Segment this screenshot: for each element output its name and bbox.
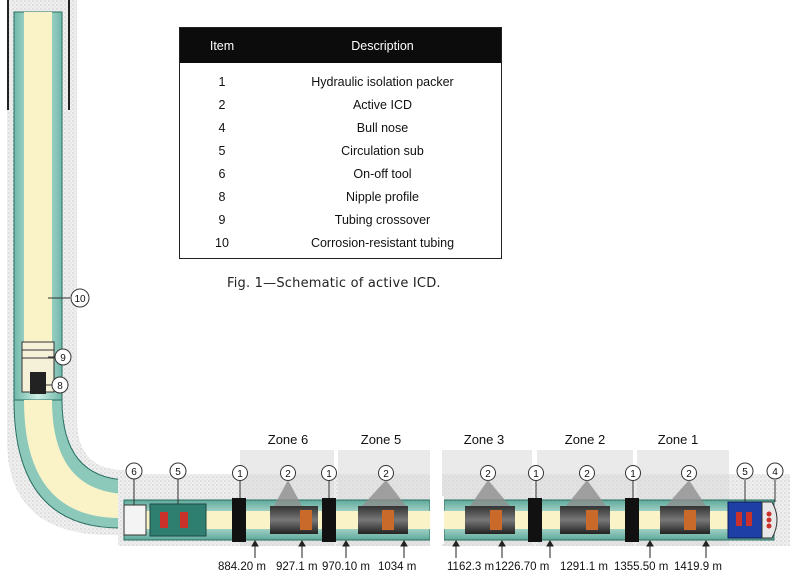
- depth-label: 884.20 m: [218, 561, 266, 573]
- circulation-sub-left: [149, 503, 207, 537]
- item-number: 9: [218, 212, 226, 227]
- packer: [528, 498, 542, 542]
- callout-circle: [736, 462, 754, 480]
- figure-caption: Fig. 1—Schematic of active ICD.: [227, 276, 441, 291]
- header-item: Item: [180, 28, 264, 63]
- callout-circle: [625, 465, 641, 481]
- zone-label: Zone 3: [464, 432, 504, 447]
- callout-label: 2: [584, 469, 590, 480]
- item-number: 10: [215, 235, 229, 250]
- zone-label: Zone 5: [361, 432, 401, 447]
- callout-label: 5: [742, 467, 748, 478]
- callout-label: 1: [533, 469, 539, 480]
- packer: [232, 498, 246, 542]
- item-description: On-off tool: [353, 166, 412, 181]
- item-number: 5: [218, 143, 226, 158]
- callout-circle: [321, 465, 337, 481]
- header-description: Description: [264, 28, 501, 63]
- active-icd: [560, 506, 610, 534]
- callout-label: 2: [686, 469, 692, 480]
- depth-label: 1355.50 m: [614, 561, 668, 573]
- callout-label: 6: [131, 467, 137, 478]
- item-description: Nipple profile: [346, 189, 419, 204]
- zone-label: Zone 2: [565, 432, 605, 447]
- item-number: 8: [218, 189, 226, 204]
- item-description: Tubing crossover: [334, 212, 431, 227]
- depth-label: 927.1 m: [276, 561, 318, 573]
- callout-circle: [54, 348, 72, 366]
- depth-label: 1226.70 m: [495, 561, 549, 573]
- tubing-bore: [24, 12, 52, 342]
- item-description: Hydraulic isolation packer: [311, 74, 454, 89]
- item-number: 4: [218, 120, 226, 135]
- depth-label: 1291.1 m: [560, 561, 608, 573]
- callout-label: 8: [57, 381, 63, 392]
- callout-label: 9: [60, 353, 66, 364]
- legend-table: Item Description 1 Hydraulic isolation pa…: [179, 27, 502, 259]
- callout-circle: [125, 462, 143, 480]
- callout-label: 2: [285, 469, 291, 480]
- callout-label: 1: [237, 469, 243, 480]
- table-row: 2 Active ICD: [180, 93, 501, 116]
- callout-label: 1: [630, 469, 636, 480]
- table-row: 5 Circulation sub: [180, 139, 501, 162]
- table-row: 6 On-off tool: [180, 162, 501, 185]
- callout-label: 4: [772, 467, 778, 478]
- callout-circle: [51, 376, 69, 394]
- item-description: Circulation sub: [341, 143, 424, 158]
- depth-label: 1162.3 m: [447, 561, 494, 573]
- callout-circle: [232, 465, 248, 481]
- zone-label: Zone 6: [268, 432, 308, 447]
- depth-label: 970.10 m: [322, 561, 370, 573]
- item-description: Corrosion-resistant tubing: [310, 235, 455, 250]
- table-row: 1 Hydraulic isolation packer: [180, 63, 501, 93]
- table-row: 10 Corrosion-resistant tubing: [180, 231, 501, 254]
- callout-label: 5: [175, 467, 181, 478]
- item-description: Bull nose: [356, 120, 409, 135]
- callout-label: 10: [74, 294, 86, 305]
- callout-circle: [70, 288, 90, 308]
- callout-label: 1: [326, 469, 332, 480]
- table-row: 8 Nipple profile: [180, 185, 501, 208]
- depth-label: 1034 m: [378, 561, 416, 573]
- packer: [625, 498, 639, 542]
- callout-label: 2: [485, 469, 491, 480]
- callout-label: 2: [383, 469, 389, 480]
- nipple-profile: [30, 372, 46, 394]
- on-off-tool: [123, 504, 147, 536]
- table-row: 9 Tubing crossover: [180, 208, 501, 231]
- table-row: 4 Bull nose: [180, 116, 501, 139]
- item-number: 6: [218, 166, 226, 181]
- item-description: Active ICD: [352, 97, 413, 112]
- item-number: 1: [218, 74, 226, 89]
- circulation-sub-right: [727, 501, 763, 539]
- item-number: 2: [218, 97, 226, 112]
- callout-circle: [528, 465, 544, 481]
- callout-circle: [766, 462, 784, 480]
- depth-label: 1419.9 m: [674, 561, 722, 573]
- packer: [322, 498, 336, 542]
- callout-circle: [169, 462, 187, 480]
- zone-label: Zone 1: [658, 432, 698, 447]
